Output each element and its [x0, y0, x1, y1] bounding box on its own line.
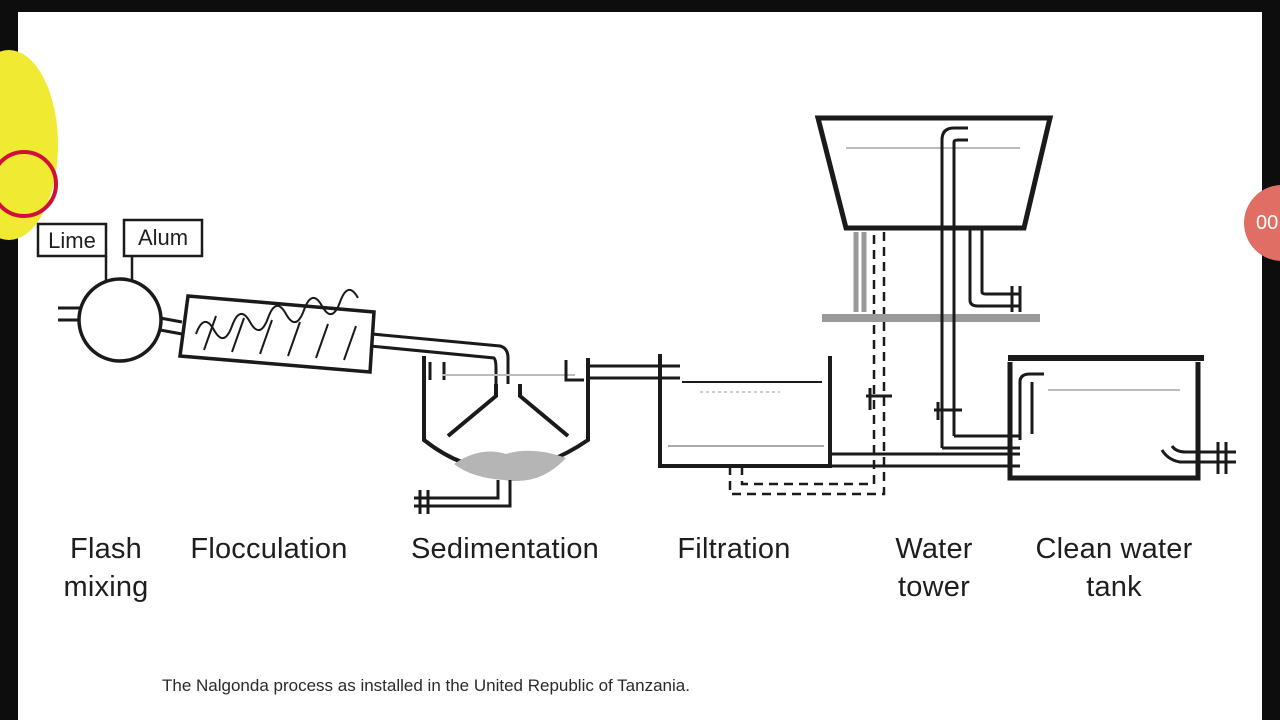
diagram-caption: The Nalgonda process as installed in the… [162, 676, 690, 695]
stage-label-sedimentation: Sedimentation [392, 530, 618, 568]
filtration-tank [658, 354, 832, 468]
stage-label-water-tower: Water tower [874, 530, 994, 606]
clean-water-tank-line1: Clean water [1035, 533, 1193, 565]
alum-input-box: Alum [122, 218, 204, 258]
flash-mixing-line2: mixing [63, 571, 149, 603]
flash-mixer [58, 277, 183, 363]
alum-label: Alum [138, 225, 188, 250]
stage-label-flocculation: Flocculation [174, 530, 364, 568]
stage-label-filtration: Filtration [662, 530, 806, 568]
lime-label: Lime [48, 228, 96, 253]
logo-ring-icon [0, 150, 58, 218]
sedimentation-tank [414, 356, 590, 514]
filtration-line1: Filtration [677, 533, 791, 565]
flash-mixing-line1: Flash [70, 533, 142, 565]
clean-water-tank-line2: tank [1086, 571, 1142, 603]
clean-water-tank [1007, 355, 1236, 481]
water-tower [814, 115, 1054, 448]
water-tower-line1: Water [895, 533, 973, 565]
lime-input-box: Lime [36, 222, 108, 258]
pipe-filter-to-tank [830, 434, 1020, 468]
backwash-line [728, 220, 886, 496]
pipe-floc-to-sed [369, 332, 510, 384]
flocculation-line1: Flocculation [190, 533, 348, 565]
stage-label-clean-water-tank: Clean water tank [1012, 530, 1216, 606]
video-top-bar [0, 0, 1280, 12]
valve-backwash [866, 388, 892, 410]
sedimentation-line1: Sedimentation [411, 533, 599, 565]
pipe-sed-to-filter [588, 364, 680, 380]
water-tower-line2: tower [898, 571, 970, 603]
flocculator [178, 289, 376, 374]
stage-label-flash-mixing: Flash mixing [46, 530, 166, 606]
